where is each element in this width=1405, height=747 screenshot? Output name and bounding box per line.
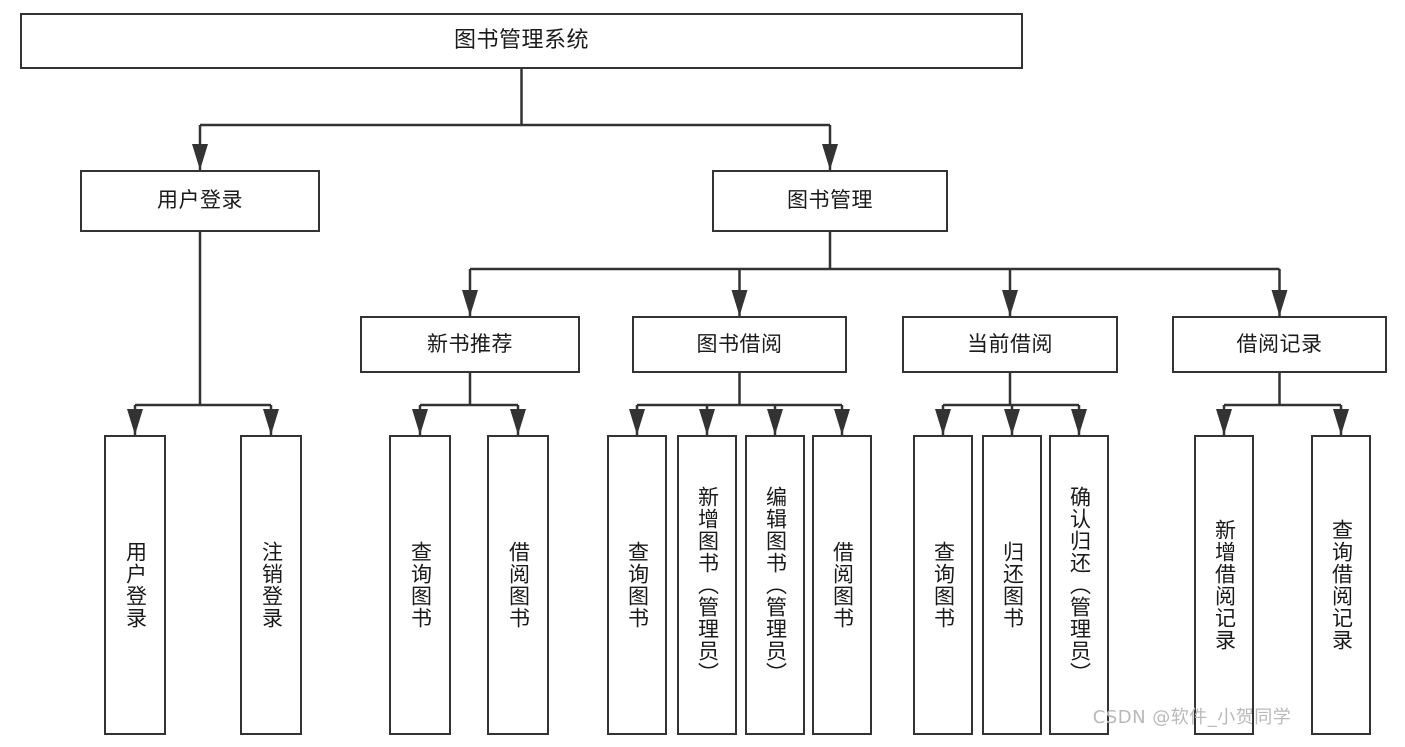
node-label-login: 用户登录 [157, 188, 243, 213]
node-box-records[interactable]: 借阅记录 [1172, 316, 1387, 373]
node-box-c-return[interactable]: 归还图书 [982, 435, 1042, 735]
node-label-root: 图书管理系统 [453, 27, 589, 53]
node-box-current[interactable]: 当前借阅 [902, 316, 1118, 373]
node-box-r-add[interactable]: 新增借阅记录 [1194, 435, 1254, 735]
arrowhead-l-logout [263, 409, 279, 435]
node-box-newbook[interactable]: 新书推荐 [360, 316, 580, 373]
arrowhead-c-confirm [1071, 409, 1087, 435]
node-label-current: 当前借阅 [967, 331, 1053, 356]
node-box-root[interactable]: 图书管理系统 [20, 13, 1023, 69]
node-label-b-query: 查询图书 [625, 541, 650, 629]
arrowhead-r-query [1333, 409, 1349, 435]
node-box-b-edit[interactable]: 编辑图书（管理员） [745, 435, 805, 735]
node-label-l-login: 用户登录 [123, 541, 148, 629]
node-label-records: 借阅记录 [1236, 331, 1323, 356]
node-label-borrow: 图书借阅 [696, 331, 783, 356]
node-label-l-logout: 注销登录 [259, 541, 284, 629]
node-box-n-borrow[interactable]: 借阅图书 [487, 435, 549, 735]
node-label-n-query: 查询图书 [408, 541, 433, 629]
node-label-b-edit: 编辑图书（管理员） [763, 486, 788, 684]
node-label-c-confirm: 确认归还（管理员） [1067, 486, 1092, 684]
node-box-c-confirm[interactable]: 确认归还（管理员） [1049, 435, 1109, 735]
node-label-r-add: 新增借阅记录 [1212, 519, 1237, 651]
watermark-label: CSDN @软件_小贺同学 [1092, 707, 1292, 728]
arrowhead-borrow [731, 290, 748, 316]
arrowhead-n-query [412, 409, 428, 435]
node-box-b-add[interactable]: 新增图书（管理员） [677, 435, 737, 735]
arrowhead-login [192, 144, 208, 170]
node-label-bookmgmt: 图书管理 [787, 188, 873, 213]
node-label-b-add: 新增图书（管理员） [695, 486, 720, 684]
node-label-c-query: 查询图书 [931, 541, 956, 629]
arrowhead-b-borrow [834, 409, 850, 435]
arrowhead-l-login [127, 409, 143, 435]
arrowhead-records [1271, 290, 1288, 316]
arrowhead-b-add [699, 409, 715, 435]
node-box-n-query[interactable]: 查询图书 [389, 435, 451, 735]
arrowhead-current [1002, 290, 1018, 316]
arrowhead-newbook [462, 290, 478, 316]
node-label-newbook: 新书推荐 [427, 331, 513, 356]
node-box-b-query[interactable]: 查询图书 [607, 435, 667, 735]
node-label-r-query: 查询借阅记录 [1329, 519, 1354, 651]
node-label-b-borrow: 借阅图书 [830, 541, 855, 629]
node-box-l-login[interactable]: 用户登录 [104, 435, 166, 735]
node-box-l-logout[interactable]: 注销登录 [240, 435, 302, 735]
node-box-b-borrow[interactable]: 借阅图书 [812, 435, 872, 735]
arrowhead-b-edit [767, 409, 783, 435]
arrowhead-r-add [1216, 409, 1232, 435]
arrowhead-c-return [1004, 409, 1020, 435]
node-box-r-query[interactable]: 查询借阅记录 [1311, 435, 1371, 735]
node-box-borrow[interactable]: 图书借阅 [632, 316, 847, 373]
arrowhead-c-query [935, 409, 951, 435]
arrowhead-bookmgmt [822, 144, 838, 170]
arrowhead-b-query [629, 409, 645, 435]
node-label-c-return: 归还图书 [1000, 541, 1025, 629]
node-box-c-query[interactable]: 查询图书 [913, 435, 973, 735]
node-label-n-borrow: 借阅图书 [506, 541, 531, 629]
node-box-bookmgmt[interactable]: 图书管理 [712, 170, 948, 232]
arrowhead-n-borrow [510, 409, 526, 435]
node-box-login[interactable]: 用户登录 [80, 170, 320, 232]
